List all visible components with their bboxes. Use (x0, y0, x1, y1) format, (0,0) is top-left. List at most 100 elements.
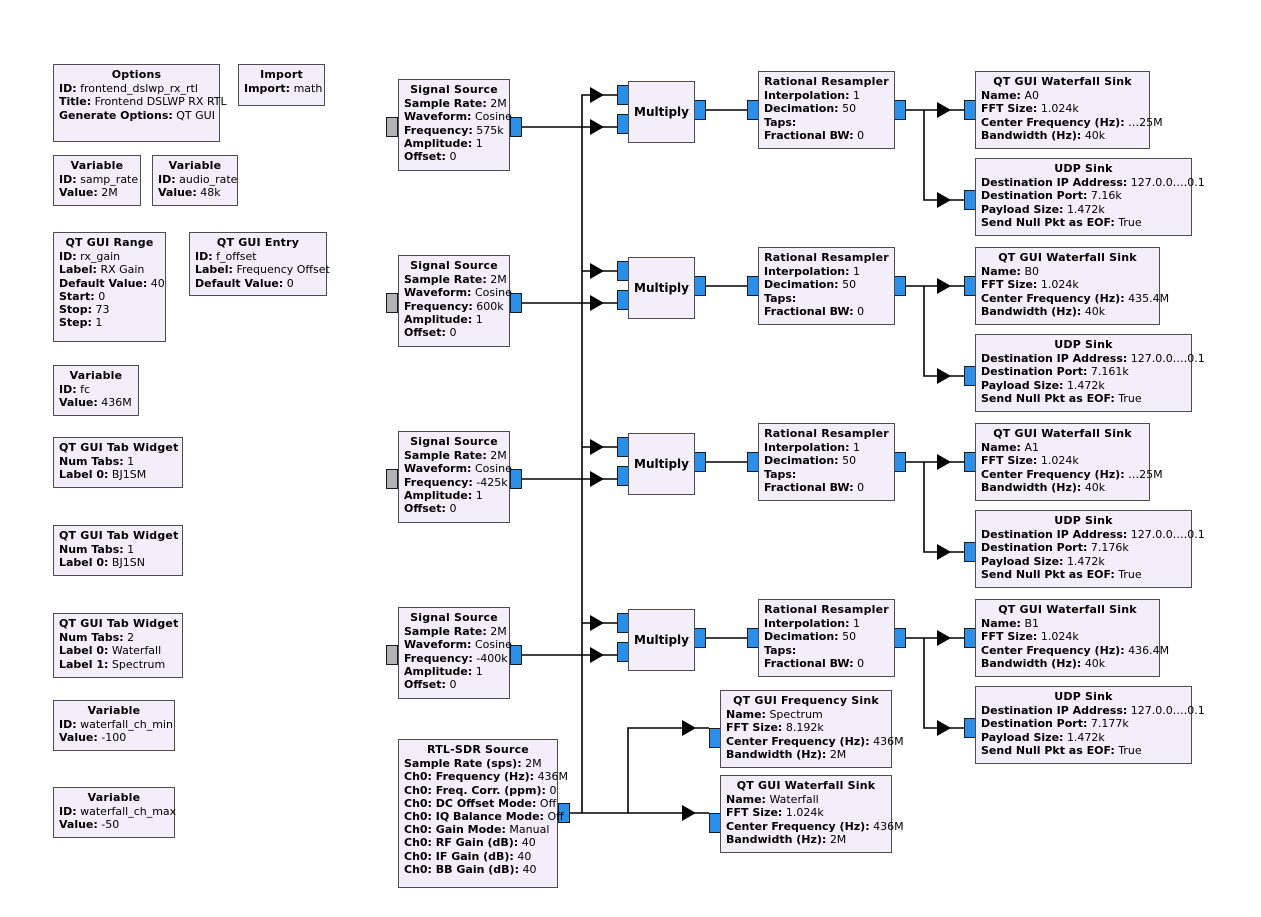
block-param-row: Num Tabs: 2 (59, 631, 177, 644)
multiply-4-out-port[interactable] (694, 628, 706, 648)
block-param-key: ID: (59, 383, 77, 397)
signal-source-2-out-port[interactable] (510, 293, 522, 313)
block-param-key: Num Tabs: (59, 631, 124, 645)
block-param-key: Payload Size: (981, 554, 1064, 568)
block-param-key: Value: (59, 818, 98, 832)
block-param-value: 7.16k (1090, 189, 1122, 203)
signal-source-1-msg-port[interactable] (386, 117, 398, 137)
block-param-value: 48k (200, 186, 221, 200)
block-param-value: -400k (476, 651, 508, 665)
multiply-block-label: Multiply (634, 457, 689, 471)
block-title: Rational Resampler (764, 603, 889, 616)
block-param-key: Ch0: IQ Balance Mode: (404, 810, 544, 824)
block-param-key: ID: (158, 173, 176, 187)
block-param-key: Interpolation: (764, 89, 850, 103)
multiply-block-label: Multiply (634, 105, 689, 119)
block-param-row: Value: 436M (59, 396, 133, 409)
block-param-value: 1 (853, 441, 861, 455)
wire-resampler1-to-udp1[interactable] (923, 110, 964, 201)
signal-source-2-msg-port[interactable] (386, 293, 398, 313)
block-param-key: Title: (59, 95, 92, 109)
signal-source-3-msg-port[interactable] (386, 469, 398, 489)
signal-source-1-out-port[interactable] (510, 117, 522, 137)
resampler-2-out-port[interactable] (894, 276, 906, 296)
block-param-key: Fractional BW: (764, 480, 854, 494)
block-param-value: Cosine (474, 638, 512, 652)
block-param-value: 435.4M (1128, 291, 1170, 305)
block-param-row: Center Frequency (Hz): …25M (981, 468, 1163, 481)
block-param-key: Waveform: (404, 110, 472, 124)
multiply-block-1[interactable]: Multiply (628, 81, 695, 143)
block-param-value: 2M (525, 757, 542, 771)
block-param-value: 40k (1084, 128, 1106, 142)
multiply-block-4[interactable]: Multiply (628, 609, 695, 671)
signal-source-4-out-port[interactable] (510, 645, 522, 665)
multiply-block-2[interactable]: Multiply (628, 257, 695, 319)
block-param-value: math (293, 82, 323, 96)
block-param-key: Sample Rate: (404, 97, 487, 111)
block-param-row: Send Null Pkt as EOF: True (981, 216, 1186, 229)
wire-resampler2-to-udp2[interactable] (923, 286, 964, 377)
multiply-3-out-port[interactable] (694, 452, 706, 472)
block-param-key: Sample Rate (sps): (404, 757, 522, 771)
resampler-3-out-port[interactable] (894, 452, 906, 472)
wire-resampler4-to-udp4[interactable] (923, 638, 964, 729)
multiply-1-out-port[interactable] (694, 100, 706, 120)
block-param-value: samp_rate (80, 173, 139, 187)
block-param-value: QT GUI (176, 108, 215, 122)
resampler-4-out-port[interactable] (894, 628, 906, 648)
arrow-udp-2-in (937, 368, 951, 384)
block-param-value: 436M (537, 770, 569, 784)
rtl-sdr-out-port[interactable] (558, 803, 570, 823)
block-param-key: Center Frequency (Hz): (726, 734, 870, 748)
block-param-row: Destination Port: 7.16k (981, 189, 1186, 202)
block-title: QT GUI Range (65, 236, 154, 249)
multiply-2-out-port[interactable] (694, 276, 706, 296)
block-param-key: Destination IP Address: (981, 352, 1128, 366)
wire-rtlsdr-to-frequency-sink[interactable] (627, 727, 709, 813)
multiply-block-3[interactable]: Multiply (628, 433, 695, 495)
block-param-value: 7.176k (1090, 541, 1129, 555)
block-param-row: Ch0: DC Offset Mode: Off (404, 797, 556, 810)
block-param-row: Destination IP Address: 127.0.0.…0.1 (981, 352, 1205, 366)
resampler-1-out-port[interactable] (894, 100, 906, 120)
block-param-value: Spectrum (111, 657, 166, 671)
signal-source-4-msg-port[interactable] (386, 645, 398, 665)
wire-resampler3-to-udp3[interactable] (923, 462, 964, 553)
wire-rtlsdr-bus-to-multiply1[interactable] (581, 94, 617, 813)
signal-source-3-out-port[interactable] (510, 469, 522, 489)
block-param-key: Frequency: (404, 651, 473, 665)
